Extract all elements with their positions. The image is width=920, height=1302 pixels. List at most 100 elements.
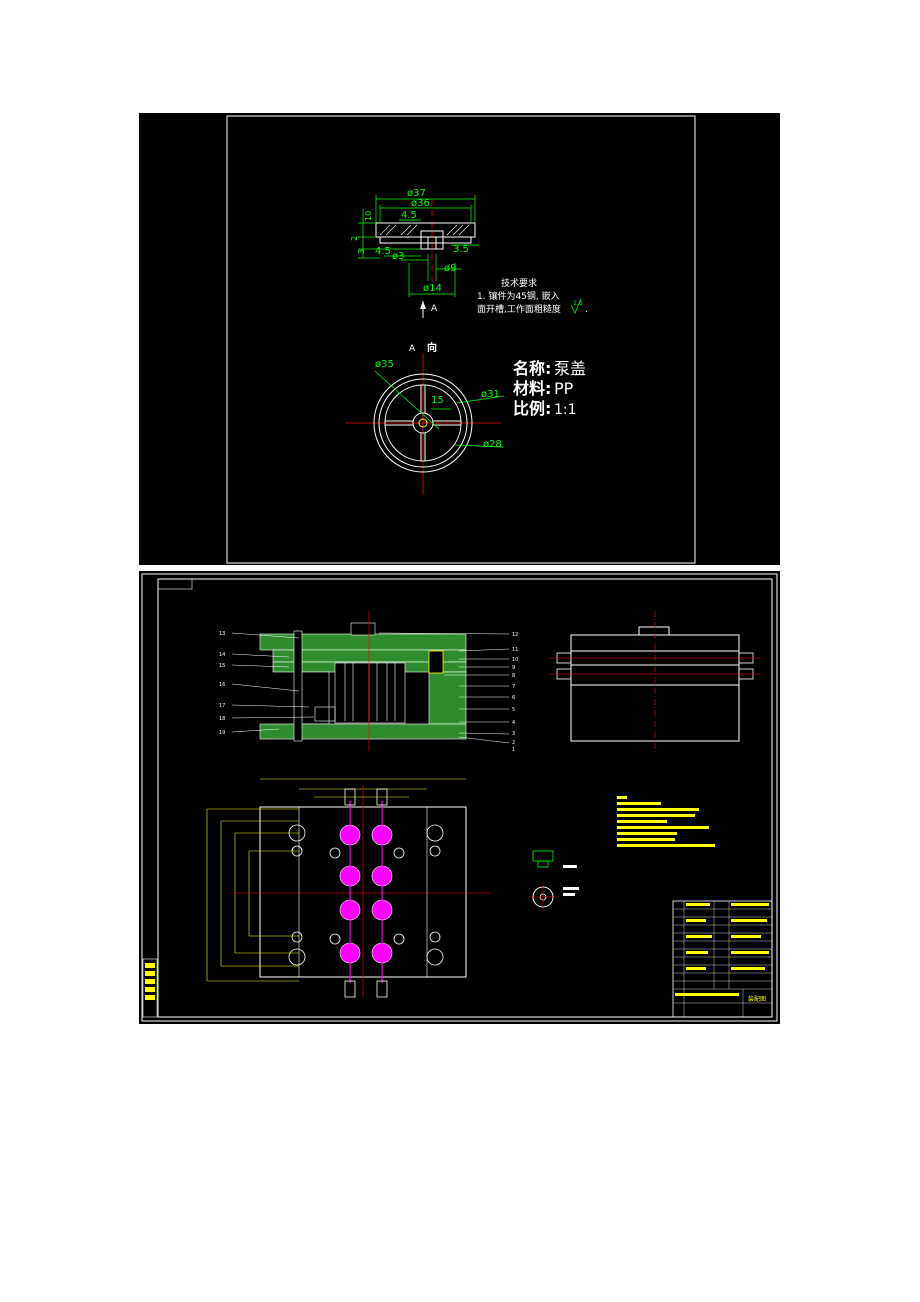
tech-requirements: 技术要求 1. 镶件为45钢, 嵌入 面开槽,工作面粗糙度 1.6 . <box>477 277 588 315</box>
top-clamp-plate <box>259 633 467 651</box>
dim-3-5: 3.5 <box>453 244 469 255</box>
sprue-bushing <box>350 622 376 636</box>
tech-req-period: . <box>585 305 588 315</box>
spacer-block-right <box>428 671 467 725</box>
part-name-value: 泵盖 <box>554 359 586 378</box>
view-label: A <box>409 344 416 354</box>
dim-d36: ø36 <box>411 198 430 209</box>
guide-pillar <box>293 630 303 742</box>
view-dim-d28: ø28 <box>483 439 502 450</box>
outer-frame <box>141 573 778 1022</box>
part-number: 3 <box>512 731 515 737</box>
part-number: 5 <box>512 707 515 713</box>
part-step <box>379 236 472 244</box>
part-drawing-sheet: ø37 ø36 4.5 3.5 4.5 ø3 ø9 ø14 10 2 3 A 技… <box>139 113 780 565</box>
title-block-drawing-name: 装配图 <box>748 995 766 1003</box>
view-label-suffix: 向 <box>427 341 437 354</box>
view-circle-28 <box>384 384 462 462</box>
view-dim-15: 15 <box>431 395 444 406</box>
part-number: 15 <box>219 663 225 669</box>
part-number: 8 <box>512 673 515 679</box>
roughness-value: 1.6 <box>573 300 583 307</box>
corner-label-box <box>157 578 193 590</box>
cavity-array <box>339 824 393 964</box>
part-number: 2 <box>512 740 515 746</box>
section-arrow-label: A <box>431 304 438 314</box>
title-block: 装配图 <box>672 900 773 1018</box>
core-insert-area <box>334 662 406 724</box>
bottom-clamp-plate <box>259 723 467 740</box>
part-number: 13 <box>219 631 225 637</box>
dim-4-5-top: 4.5 <box>401 210 417 221</box>
part-number: 4 <box>512 720 515 726</box>
tech-req-line2: 面开槽,工作面粗糙度 <box>477 303 561 315</box>
part-bore <box>427 236 437 250</box>
section-dimension-lines <box>358 195 479 297</box>
plan-holes <box>288 824 444 966</box>
mold-plan-view <box>206 778 491 998</box>
part-number: 7 <box>512 684 515 690</box>
view-a: A 向 ø35 15 ø31 ø28 <box>345 341 505 495</box>
part-drawing-canvas: ø37 ø36 4.5 3.5 4.5 ø3 ø9 ø14 10 2 3 A 技… <box>226 115 696 564</box>
technical-notes <box>617 796 715 847</box>
plan-dimension-lines <box>206 778 466 982</box>
part-number: 6 <box>512 695 515 701</box>
dim-d3: ø3 <box>392 251 404 262</box>
roughness-symbol-icon <box>570 298 582 314</box>
ejector-plate <box>314 706 336 722</box>
view-circle-outer <box>373 373 473 473</box>
part-material-label: 材料: <box>513 379 551 398</box>
runner-system <box>349 801 383 983</box>
part-info: 名称: 泵盖 材料: PP 比例: 1:1 <box>513 359 586 418</box>
left-part-numbers: 13 14 15 16 17 18 19 <box>219 631 225 736</box>
plan-water-fittings <box>344 788 388 998</box>
view-bore-circle <box>418 418 428 428</box>
part-number: 9 <box>512 665 515 671</box>
view-hub-circle <box>412 412 434 434</box>
dim-h10: 10 <box>364 211 373 221</box>
view-circle-31 <box>378 378 468 468</box>
section-arrow-head <box>420 301 426 309</box>
part-number: 16 <box>219 682 225 688</box>
leader-lines <box>231 632 510 744</box>
title-block-rows <box>673 901 772 1017</box>
part-number: 18 <box>219 716 225 722</box>
dim-d9: ø9 <box>444 263 456 274</box>
part-number: 10 <box>512 657 518 663</box>
assembly-drawing-canvas: 13 14 15 16 17 18 19 12 11 10 9 8 7 6 5 … <box>141 573 778 1022</box>
part-scale-value: 1:1 <box>554 402 577 418</box>
side-view-sprue <box>638 626 670 636</box>
view-ribs <box>385 385 461 461</box>
view-dim-d35: ø35 <box>375 359 394 370</box>
dim-h3: 3 <box>357 249 366 254</box>
tech-req-title: 技术要求 <box>501 277 537 289</box>
dim-d14: ø14 <box>423 283 442 294</box>
insert-detail <box>529 850 579 911</box>
title-block-text <box>675 903 769 996</box>
part-number: 12 <box>512 632 518 638</box>
dim-h2: 2 <box>350 236 359 241</box>
section-view: ø37 ø36 4.5 3.5 4.5 ø3 ø9 ø14 10 2 3 A <box>350 188 479 318</box>
tech-req-line1: 1. 镶件为45钢, 嵌入 <box>477 290 560 302</box>
spring <box>428 650 444 674</box>
part-number: 14 <box>219 652 225 658</box>
inner-frame <box>157 578 773 1018</box>
drawing-frame <box>226 115 696 564</box>
side-strip <box>142 958 158 1018</box>
part-scale-label: 比例: <box>513 399 551 418</box>
mold-side-view <box>549 611 761 753</box>
dim-4-5-bottom: 4.5 <box>375 246 391 257</box>
section-hatching <box>379 224 470 236</box>
assembly-drawing-sheet: 13 14 15 16 17 18 19 12 11 10 9 8 7 6 5 … <box>139 571 780 1024</box>
part-number: 11 <box>512 647 518 653</box>
part-name-label: 名称: <box>513 359 551 378</box>
part-number: 17 <box>219 703 225 709</box>
right-part-numbers: 12 11 10 9 8 7 6 5 4 3 2 1 <box>512 632 518 753</box>
part-number: 19 <box>219 730 225 736</box>
part-material-value: PP <box>554 379 574 398</box>
part-number: 1 <box>512 747 515 753</box>
view-dimension-lines <box>374 370 505 448</box>
dim-d37: ø37 <box>407 188 426 199</box>
view-dim-d31: ø31 <box>481 389 500 400</box>
ejector-space <box>298 671 330 725</box>
